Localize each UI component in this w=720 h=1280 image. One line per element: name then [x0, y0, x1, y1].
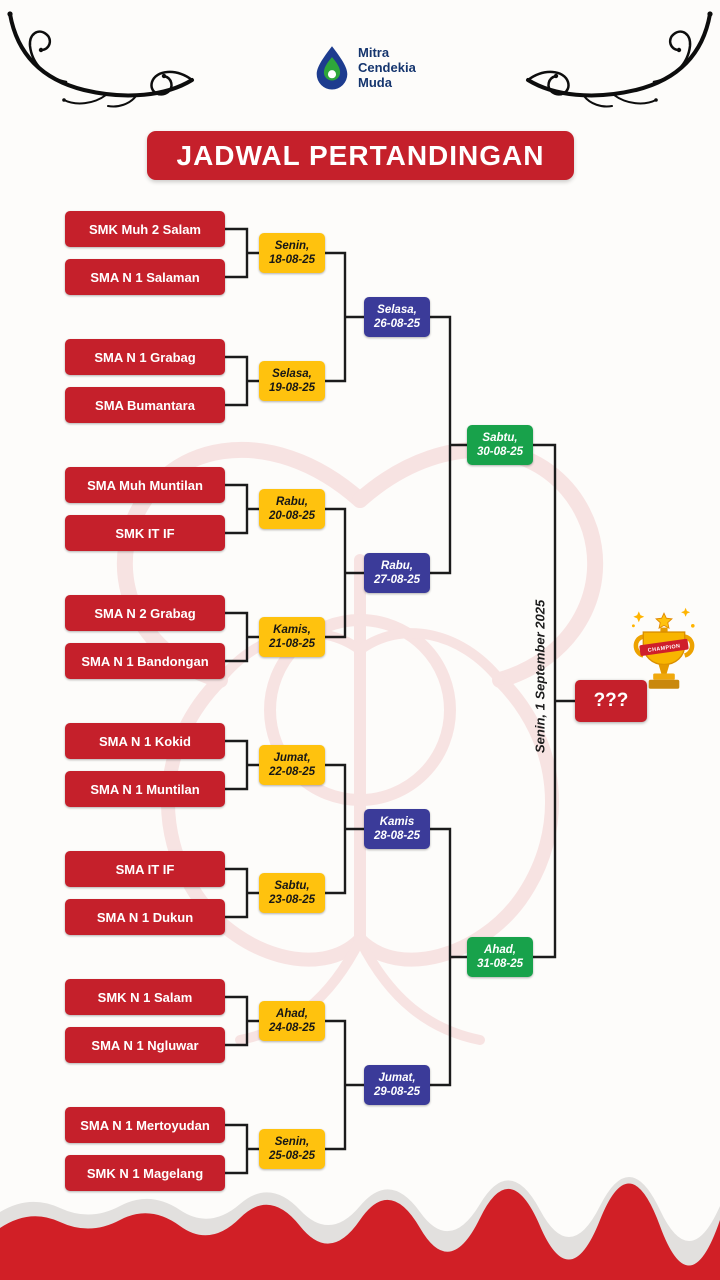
round1-date-badge: Senin, 25-08-25	[259, 1129, 325, 1169]
match-day: Senin,	[274, 1136, 310, 1148]
match-date: 22-08-25	[268, 766, 316, 778]
team-box: SMA N 1 Ngluwar	[65, 1027, 225, 1063]
team-box: SMK N 1 Magelang	[65, 1155, 225, 1191]
title-banner: JADWAL PERTANDINGAN	[147, 131, 574, 180]
match-day: Rabu,	[276, 496, 308, 508]
match-date: 27-08-25	[373, 574, 421, 586]
match-date: 31-08-25	[476, 958, 524, 970]
team-box: SMA N 1 Grabag	[65, 339, 225, 375]
round1-date-badge: Senin, 18-08-25	[259, 233, 325, 273]
match-date: 18-08-25	[268, 254, 316, 266]
match-date: 19-08-25	[268, 382, 316, 394]
semifinal-date-badge: Sabtu, 30-08-25	[467, 425, 533, 465]
logo-line: Mitra	[358, 44, 390, 60]
trophy-icon: CHAMPION	[631, 607, 695, 689]
match-day: Kamis	[379, 816, 415, 828]
final-schedule-label: Senin, 1 September 2025	[532, 599, 548, 753]
team-box: SMK N 1 Salam	[65, 979, 225, 1015]
match-day: Jumat,	[378, 1072, 416, 1084]
sparkle-icons	[631, 607, 695, 628]
round1-date-badge: Kamis, 21-08-25	[259, 617, 325, 657]
trophy-ribbon-label: CHAMPION	[647, 643, 680, 654]
logo-drop-icon	[316, 46, 348, 90]
match-date: 21-08-25	[268, 638, 316, 650]
team-box: SMA Bumantara	[65, 387, 225, 423]
match-day: Senin,	[274, 240, 310, 252]
team-box: SMA N 1 Bandongan	[65, 643, 225, 679]
match-date: 25-08-25	[268, 1150, 316, 1162]
semifinal-date-badge: Ahad, 31-08-25	[467, 937, 533, 977]
team-box: SMA N 1 Mertoyudan	[65, 1107, 225, 1143]
match-date: 30-08-25	[476, 446, 524, 458]
round1-date-badge: Jumat, 22-08-25	[259, 745, 325, 785]
page-title: JADWAL PERTANDINGAN	[176, 139, 545, 171]
team-box: SMA N 1 Kokid	[65, 723, 225, 759]
torn-paper-edge	[0, 1176, 720, 1280]
team-box: SMA Muh Muntilan	[65, 467, 225, 503]
match-date: 24-08-25	[268, 1022, 316, 1034]
logo-line: Cendekia	[358, 59, 416, 75]
round1-date-badge: Selasa, 19-08-25	[259, 361, 325, 401]
match-day: Selasa,	[272, 368, 312, 380]
round2-date-badge: Rabu, 27-08-25	[364, 553, 430, 593]
match-day: Kamis,	[273, 624, 311, 636]
match-day: Sabtu,	[482, 432, 518, 444]
round2-date-badge: Jumat, 29-08-25	[364, 1065, 430, 1105]
logo-wordmark: Mitra Cendekia Muda	[358, 45, 416, 90]
team-box: SMA IT IF	[65, 851, 225, 887]
match-date: 28-08-25	[373, 830, 421, 842]
team-box: SMA N 1 Muntilan	[65, 771, 225, 807]
round1-date-badge: Sabtu, 23-08-25	[259, 873, 325, 913]
match-date: 20-08-25	[268, 510, 316, 522]
round1-date-badge: Ahad, 24-08-25	[259, 1001, 325, 1041]
match-date: 23-08-25	[268, 894, 316, 906]
match-day: Ahad,	[484, 944, 516, 956]
match-date: 26-08-25	[373, 318, 421, 330]
round2-date-badge: Kamis 28-08-25	[364, 809, 430, 849]
round2-date-badge: Selasa, 26-08-25	[364, 297, 430, 337]
team-box: SMK Muh 2 Salam	[65, 211, 225, 247]
match-day: Jumat,	[273, 752, 311, 764]
logo-line: Muda	[358, 74, 392, 90]
corner-flourish-right-icon	[526, 11, 713, 108]
match-day: Ahad,	[276, 1008, 308, 1020]
final-winner-box: ???	[575, 680, 647, 722]
team-box: SMA N 1 Dukun	[65, 899, 225, 935]
team-box: SMA N 1 Salaman	[65, 259, 225, 295]
match-day: Sabtu,	[274, 880, 310, 892]
match-day: Selasa,	[377, 304, 417, 316]
team-box: SMA N 2 Grabag	[65, 595, 225, 631]
team-box: SMK IT IF	[65, 515, 225, 551]
organizer-logo: Mitra Cendekia Muda	[314, 44, 416, 90]
corner-flourish-left-icon	[7, 11, 194, 108]
match-date: 29-08-25	[373, 1086, 421, 1098]
match-day: Rabu,	[381, 560, 413, 572]
round1-date-badge: Rabu, 20-08-25	[259, 489, 325, 529]
